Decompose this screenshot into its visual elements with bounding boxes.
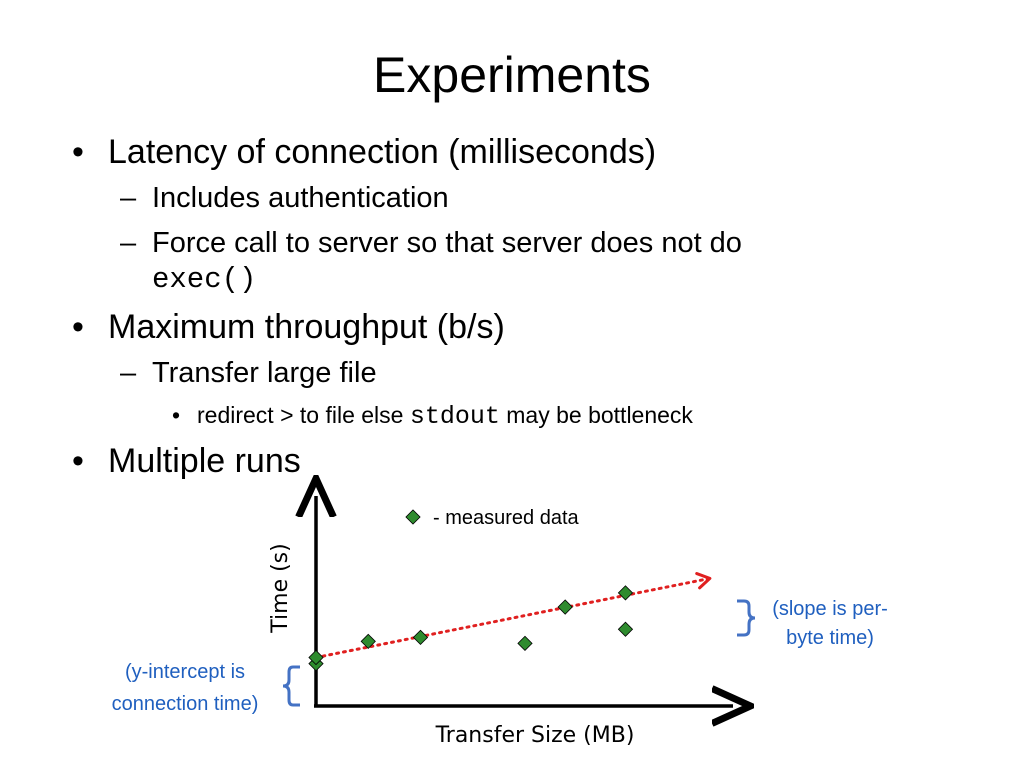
y-axis-label: Time (s): [268, 543, 293, 633]
slide-title: Experiments: [373, 47, 651, 103]
fit-line: [314, 576, 712, 660]
bullet-marker: •: [172, 402, 181, 428]
data-point: [557, 599, 573, 615]
dash-marker: –: [120, 357, 137, 389]
brace-slope: [737, 599, 756, 637]
slope-annotation-line2: byte time): [786, 627, 874, 649]
bullet-text: Maximum throughput (b/s): [108, 308, 505, 346]
slope-annotation-line1: (slope is per-: [772, 598, 888, 620]
redirect-text-end: may be bottleneck: [499, 402, 693, 428]
fit-line-arrowhead: [695, 572, 712, 590]
data-point: [617, 585, 634, 601]
legend-label: - measured data: [433, 507, 580, 529]
sub-bullet-text: Includes authentication: [152, 182, 449, 214]
data-points: [308, 585, 634, 672]
sub-bullet-text: Force call to server so that server does…: [152, 227, 742, 259]
dash-marker: –: [120, 182, 137, 214]
code-stdout: stdout: [409, 402, 500, 431]
bullet-marker: •: [72, 133, 84, 171]
x-axis-label: Transfer Size (MB): [435, 723, 635, 748]
code-exec: exec(): [152, 263, 257, 296]
intercept-annotation-line2: connection time): [112, 693, 259, 715]
bullet-marker: •: [72, 308, 84, 346]
legend-marker: [405, 509, 421, 525]
data-point: [412, 629, 429, 645]
bullet-marker: •: [72, 442, 84, 480]
brace-intercept: [282, 665, 300, 707]
bullet-text: Multiple runs: [108, 442, 301, 480]
dash-marker: –: [120, 227, 137, 259]
data-point: [617, 621, 634, 637]
sub-bullet-text: Transfer large file: [152, 357, 377, 389]
data-point: [517, 635, 533, 652]
bullet-text: Latency of connection (milliseconds): [108, 133, 657, 171]
data-point: [308, 649, 324, 666]
intercept-annotation-line1: (y-intercept is: [125, 661, 245, 683]
data-point: [360, 633, 376, 650]
redirect-text: redirect > to file else: [197, 402, 410, 428]
